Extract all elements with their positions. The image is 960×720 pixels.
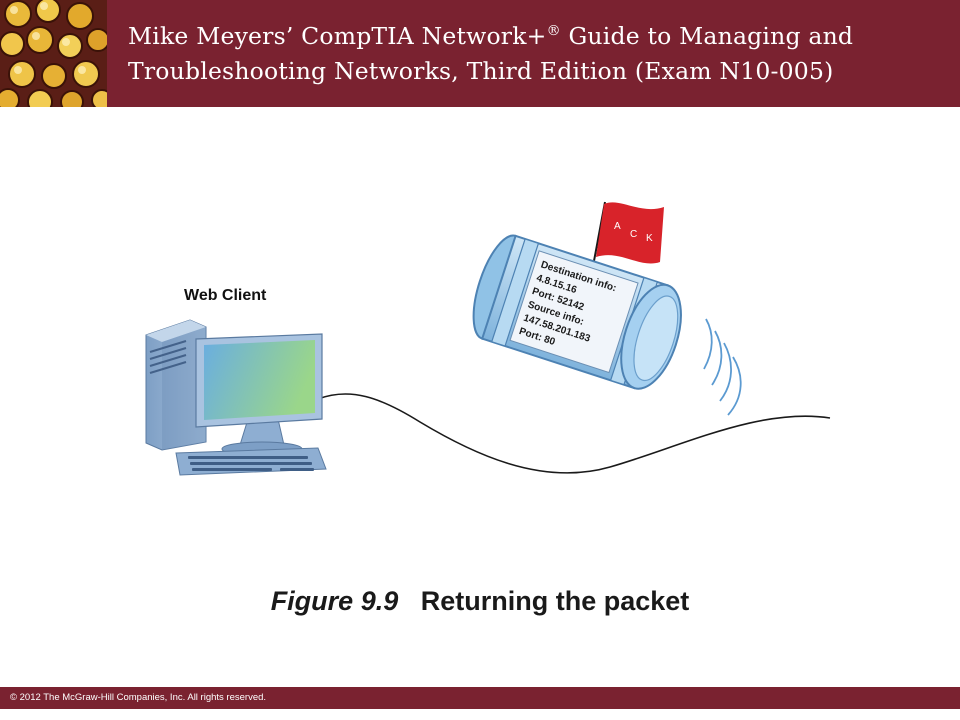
network-cable [317,393,831,474]
flag-letter: K [646,233,653,244]
header-title-part: Mike Meyers’ CompTIA Network+ [128,22,547,50]
network-diagram: Web Client A C K Destination info: 4.8.1… [145,201,831,476]
registered-mark: ® [546,23,561,39]
figure-text: Returning the packet [420,586,690,616]
monitor-screen [204,340,315,420]
figure-caption: Figure 9.9 Returning the packet [0,586,960,617]
header-title: Mike Meyers’ CompTIA Network+® Guide to … [128,19,948,89]
web-client-computer [145,319,327,476]
header-bar: Mike Meyers’ CompTIA Network+® Guide to … [0,0,960,107]
figure-label: Figure 9.9 [270,586,399,616]
header-title-line2: Troubleshooting Networks, Third Edition … [128,57,834,85]
web-client-label: Web Client [184,287,267,304]
flag-letter: A [614,221,621,232]
motion-lines [703,318,742,416]
flag-letter: C [630,229,637,240]
footer-bar: © 2012 The McGraw-Hill Companies, Inc. A… [0,687,960,709]
copyright-text: © 2012 The McGraw-Hill Companies, Inc. A… [10,692,267,703]
header-title-line1: Mike Meyers’ CompTIA Network+® Guide to … [128,19,948,54]
packet-capsule: Destination info: 4.8.15.16 Port: 52142 … [472,234,682,390]
logo-image [0,0,107,107]
header-title-part: Guide to Managing and [560,22,854,50]
